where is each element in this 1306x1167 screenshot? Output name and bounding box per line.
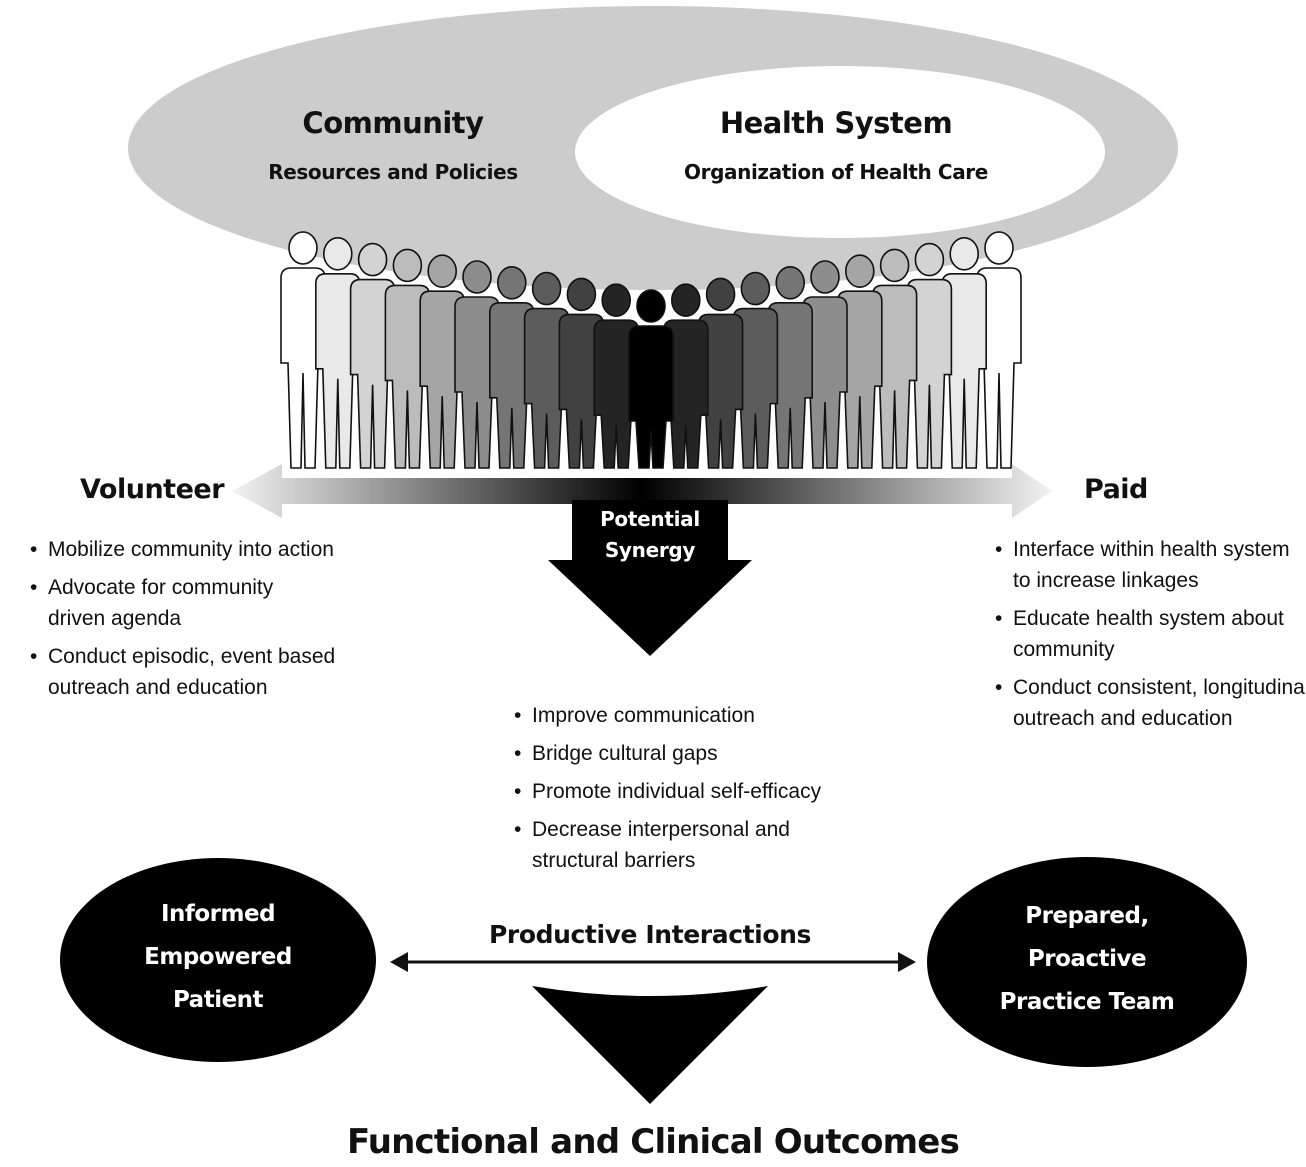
volunteer-paid-arrow [232, 464, 1052, 518]
patient-line1: Informed [160, 901, 276, 927]
health-system-title: Health System [719, 106, 953, 140]
paid-bullet: Educate health system about community [995, 603, 1293, 665]
person-figure [732, 271, 779, 469]
synergy-bullets: Improve communication Bridge cultural ga… [512, 700, 832, 883]
volunteer-bullet: Mobilize community into action [30, 534, 348, 565]
patient-line3: Patient [172, 987, 264, 1013]
person-figure [280, 231, 326, 469]
productive-interactions-arrow [390, 952, 916, 972]
patient-oval [60, 858, 376, 1062]
person-figure [871, 248, 918, 469]
person-figure [349, 242, 396, 469]
patient-line2: Empowered [144, 944, 292, 970]
productive-interactions-label: Productive Interactions [488, 920, 811, 949]
person-figure [802, 260, 848, 469]
person-figure [454, 260, 500, 469]
health-system-subtitle: Organization of Health Care [684, 160, 988, 184]
synergy-label-line2: Synergy [604, 538, 696, 562]
synergy-arrow [548, 500, 752, 656]
outcomes-label: Functional and Clinical Outcomes [346, 1122, 960, 1162]
practice-team-oval [927, 857, 1247, 1067]
patient-label: Informed Empowered Patient [78, 893, 358, 1022]
synergy-bullet: Promote individual self-efficacy [514, 776, 832, 807]
person-figure [419, 254, 465, 469]
person-figure [837, 254, 883, 469]
synergy-bullet: Improve communication [514, 700, 832, 731]
person-figure [697, 277, 744, 469]
synergy-label-line1: Potential [600, 507, 700, 531]
person-figure [767, 265, 813, 469]
synergy-bullet: Decrease interpersonal and structural ba… [514, 814, 802, 876]
person-figure [941, 237, 987, 469]
person-figure [663, 283, 709, 469]
person-figure [976, 231, 1022, 469]
person-figure [523, 271, 570, 469]
paid-title: Paid [1084, 474, 1148, 505]
person-figure [489, 265, 535, 469]
volunteer-bullet: Conduct episodic, event based outreach a… [30, 641, 338, 703]
synergy-bullet: Bridge cultural gaps [514, 738, 832, 769]
person-figure [384, 248, 431, 469]
volunteer-bullets: Mobilize community into action Advocate … [28, 534, 348, 710]
health-system-ellipse [575, 66, 1105, 238]
person-figure [906, 242, 953, 469]
synergy-label: Potential Synergy [560, 504, 740, 566]
person-figure [628, 289, 674, 469]
community-subtitle: Resources and Policies [268, 160, 518, 184]
practice-team-label: Prepared, Proactive Practice Team [947, 895, 1227, 1024]
paid-bullet: Conduct consistent, longitudinal outreac… [995, 672, 1306, 734]
volunteer-bullet: Advocate for community driven agenda [30, 572, 288, 634]
practice-team-line3: Practice Team [999, 989, 1175, 1015]
practice-team-line1: Prepared, [1025, 903, 1149, 929]
outcome-funnel [532, 986, 768, 1104]
paid-bullet: Interface within health system to increa… [995, 534, 1303, 596]
practice-team-line2: Proactive [1027, 946, 1147, 972]
community-title: Community [302, 106, 484, 140]
people-row [280, 231, 1022, 469]
paid-bullets: Interface within health system to increa… [993, 534, 1306, 741]
person-figure [558, 277, 605, 469]
volunteer-title: Volunteer [80, 474, 225, 505]
person-figure [315, 237, 361, 469]
person-figure [593, 283, 639, 469]
